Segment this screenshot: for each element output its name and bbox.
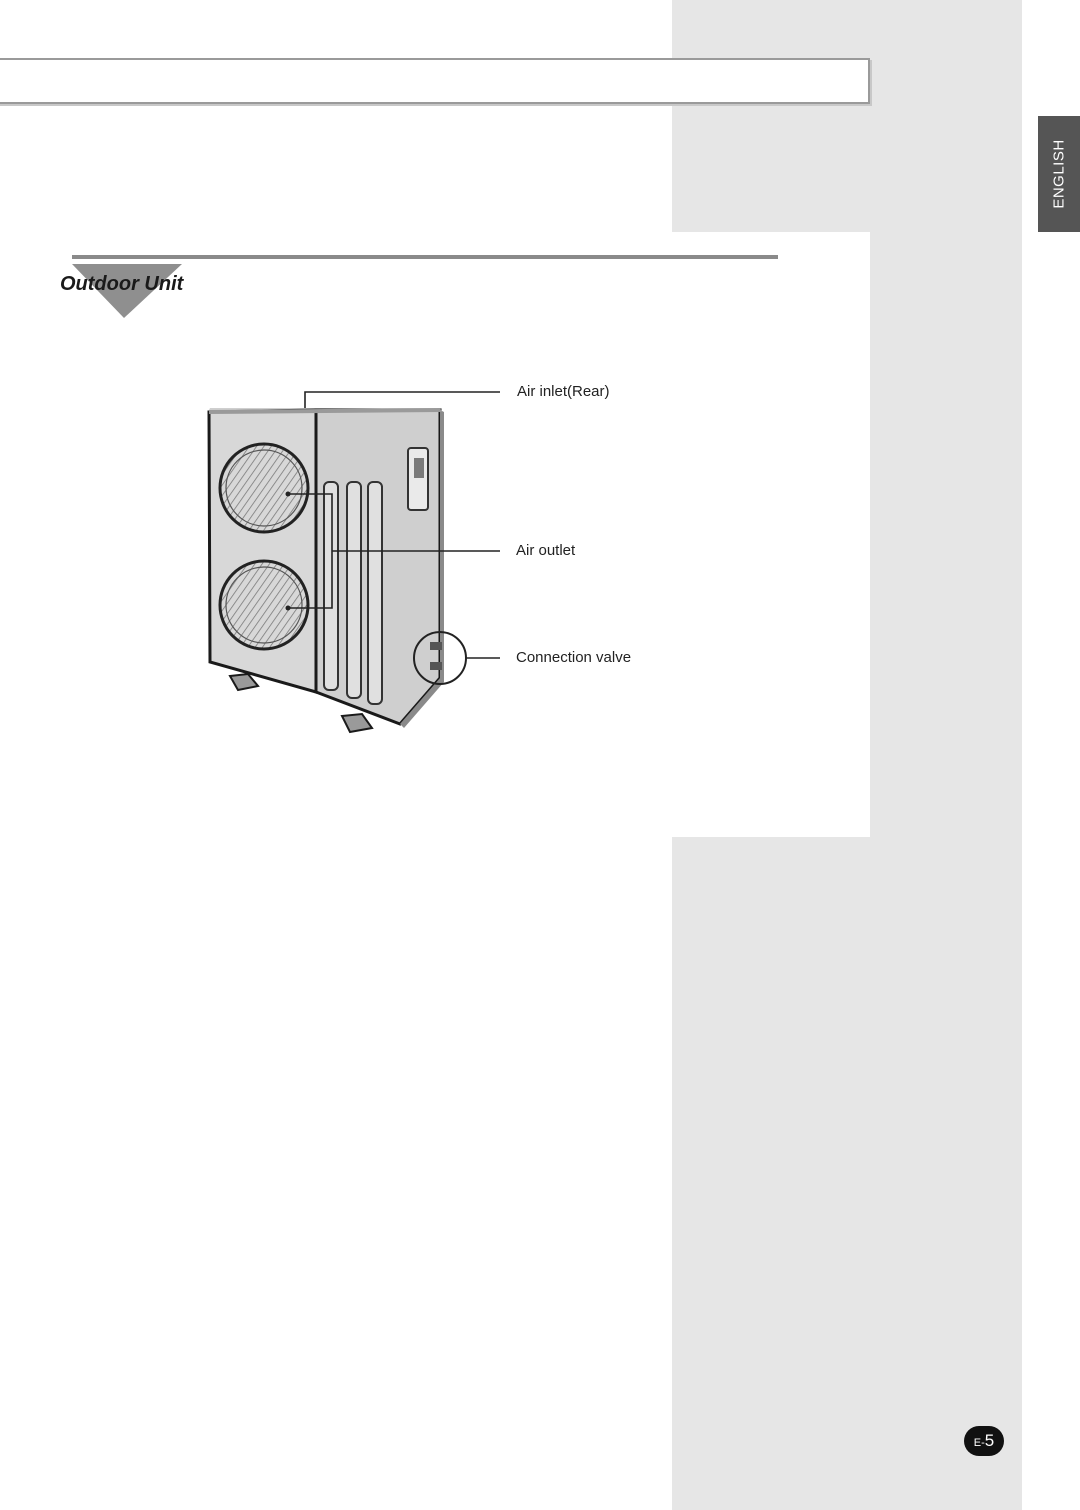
page-number-badge: E-5 [964,1426,1004,1456]
header-box [0,58,870,104]
section-marker-triangle [72,264,182,318]
callout-connection-valve: Connection valve [516,649,632,666]
language-tab-label: ENGLISH [1050,139,1068,209]
language-tab[interactable]: ENGLISH [1038,116,1080,232]
outdoor-unit-icon [207,391,500,734]
callout-air-outlet: Air outlet [516,542,576,559]
page-number-prefix: E- [973,1437,985,1449]
content-panel [672,232,870,837]
section-title: Outdoor Unit [60,273,184,295]
callout-air-inlet: Air inlet(Rear) [517,383,610,400]
page-number-value: 5 [984,1431,995,1450]
section-rule [72,255,778,259]
